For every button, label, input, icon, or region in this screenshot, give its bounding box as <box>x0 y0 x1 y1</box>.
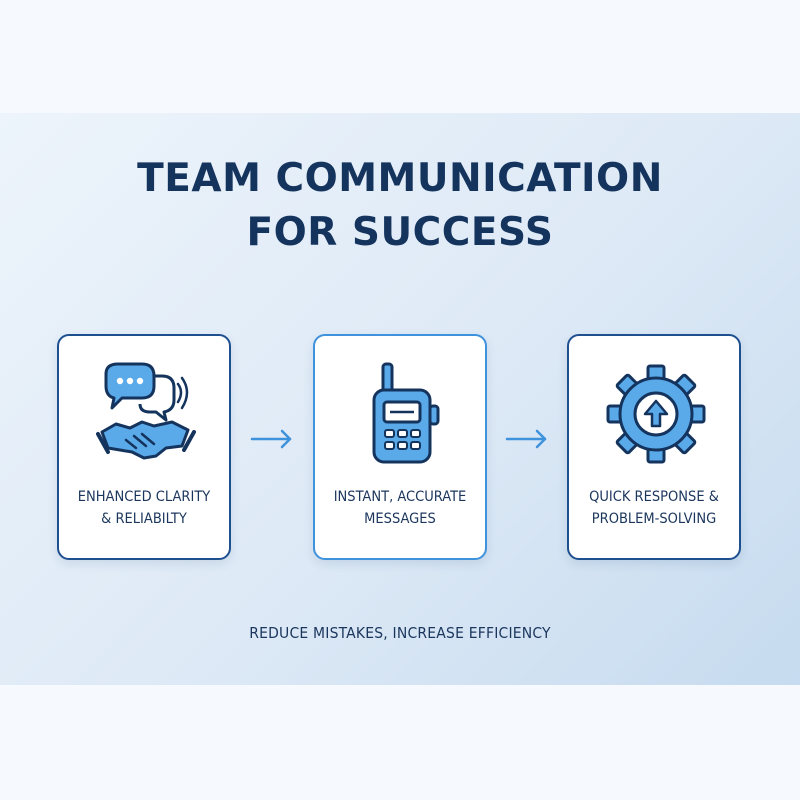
step-label: ENHANCED CLARITY & RELIABILTY <box>65 486 223 530</box>
title-line-1: TEAM COMMUNICATION <box>137 156 663 201</box>
step-label-line-2: PROBLEM-SOLVING <box>591 511 717 527</box>
step-card-clarity: ENHANCED CLARITY & RELIABILTY <box>57 334 231 560</box>
step-label-line-1: INSTANT, ACCURATE <box>333 489 467 505</box>
step-label-line-2: & RELIABILTY <box>101 511 187 527</box>
step-card-response: QUICK RESPONSE & PROBLEM-SOLVING <box>567 334 741 560</box>
arrow-right-icon <box>250 429 292 449</box>
gear-up-arrow-icon <box>606 356 706 466</box>
arrow-right-icon <box>505 429 547 449</box>
chat-handshake-icon <box>96 356 196 466</box>
step-label-line-2: MESSAGES <box>364 511 436 527</box>
step-label-line-1: QUICK RESPONSE & <box>589 489 719 505</box>
page-title: TEAM COMMUNICATION FOR SUCCESS <box>0 152 800 260</box>
title-line-2: FOR SUCCESS <box>246 210 554 255</box>
step-label: INSTANT, ACCURATE MESSAGES <box>321 486 479 530</box>
step-label: QUICK RESPONSE & PROBLEM-SOLVING <box>575 486 733 530</box>
step-card-messages: INSTANT, ACCURATE MESSAGES <box>313 334 487 560</box>
footer-tagline: REDUCE MISTAKES, INCREASE EFFICIENCY <box>249 624 551 642</box>
step-label-line-1: ENHANCED CLARITY <box>77 489 211 505</box>
walkie-talkie-icon <box>352 356 452 466</box>
